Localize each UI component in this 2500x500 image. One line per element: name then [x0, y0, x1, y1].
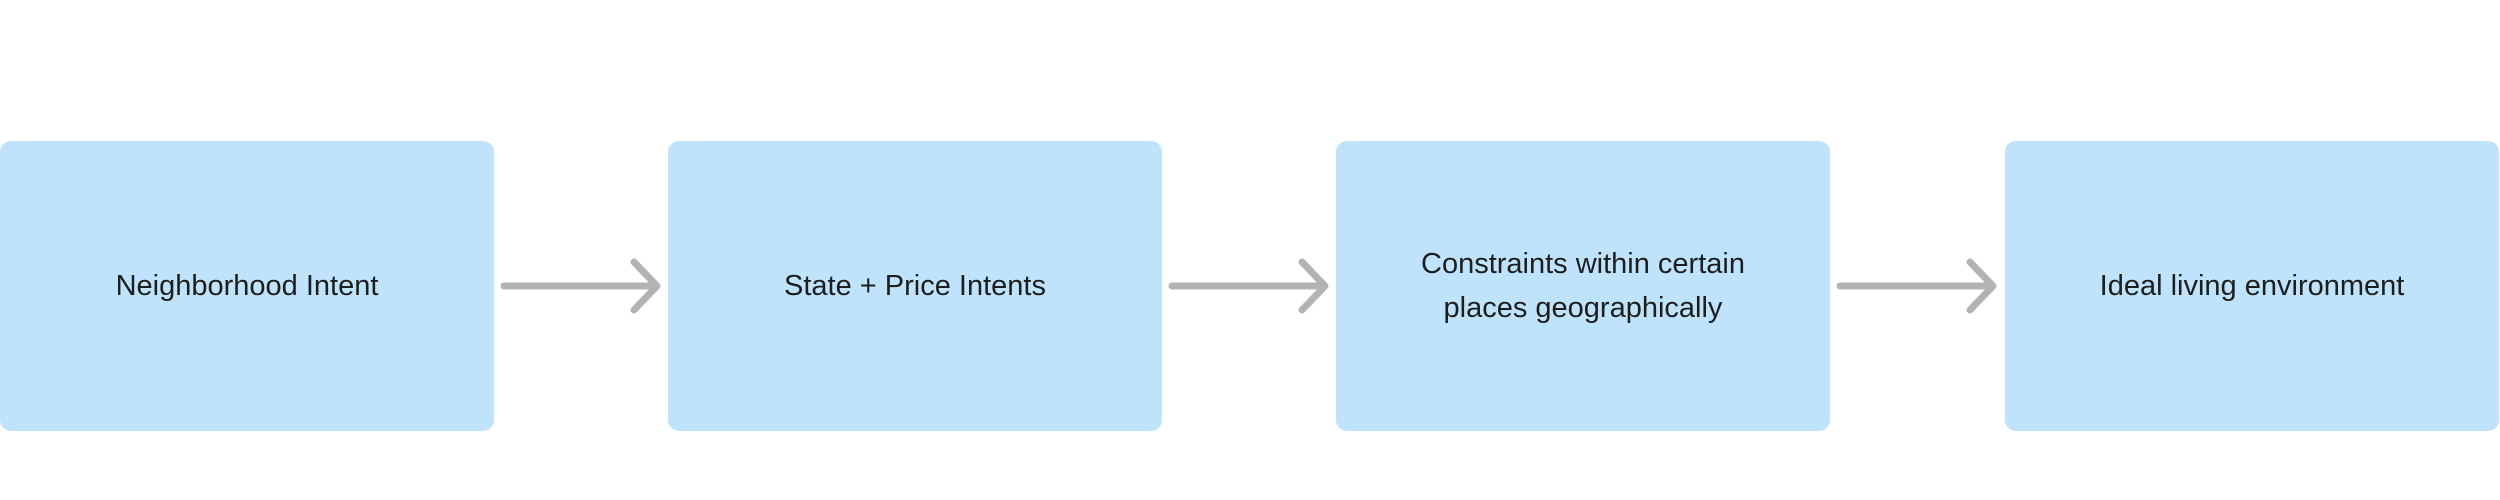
step-label: State + Price Intents: [784, 270, 1046, 302]
arrow-right-icon: [1166, 256, 1336, 316]
step-label: Constraints within certain places geogra…: [1421, 248, 1745, 324]
step-box-state-price-intents: State + Price Intents: [668, 141, 1162, 431]
arrow-right-icon-svg: [1168, 258, 1329, 314]
step-box-neighborhood-intent: Neighborhood Intent: [0, 141, 494, 431]
arrow-right-icon-svg: [500, 258, 661, 314]
arrow-right-icon: [1834, 256, 2004, 316]
arrow-right-icon-svg: [1836, 258, 1997, 314]
step-box-ideal-living-environment: Ideal living environment: [2005, 141, 2499, 431]
step-box-constraints: Constraints within certain places geogra…: [1336, 141, 1830, 431]
arrow-right-icon: [498, 256, 668, 316]
step-label: Neighborhood Intent: [115, 270, 379, 302]
step-label: Ideal living environment: [2099, 270, 2405, 302]
